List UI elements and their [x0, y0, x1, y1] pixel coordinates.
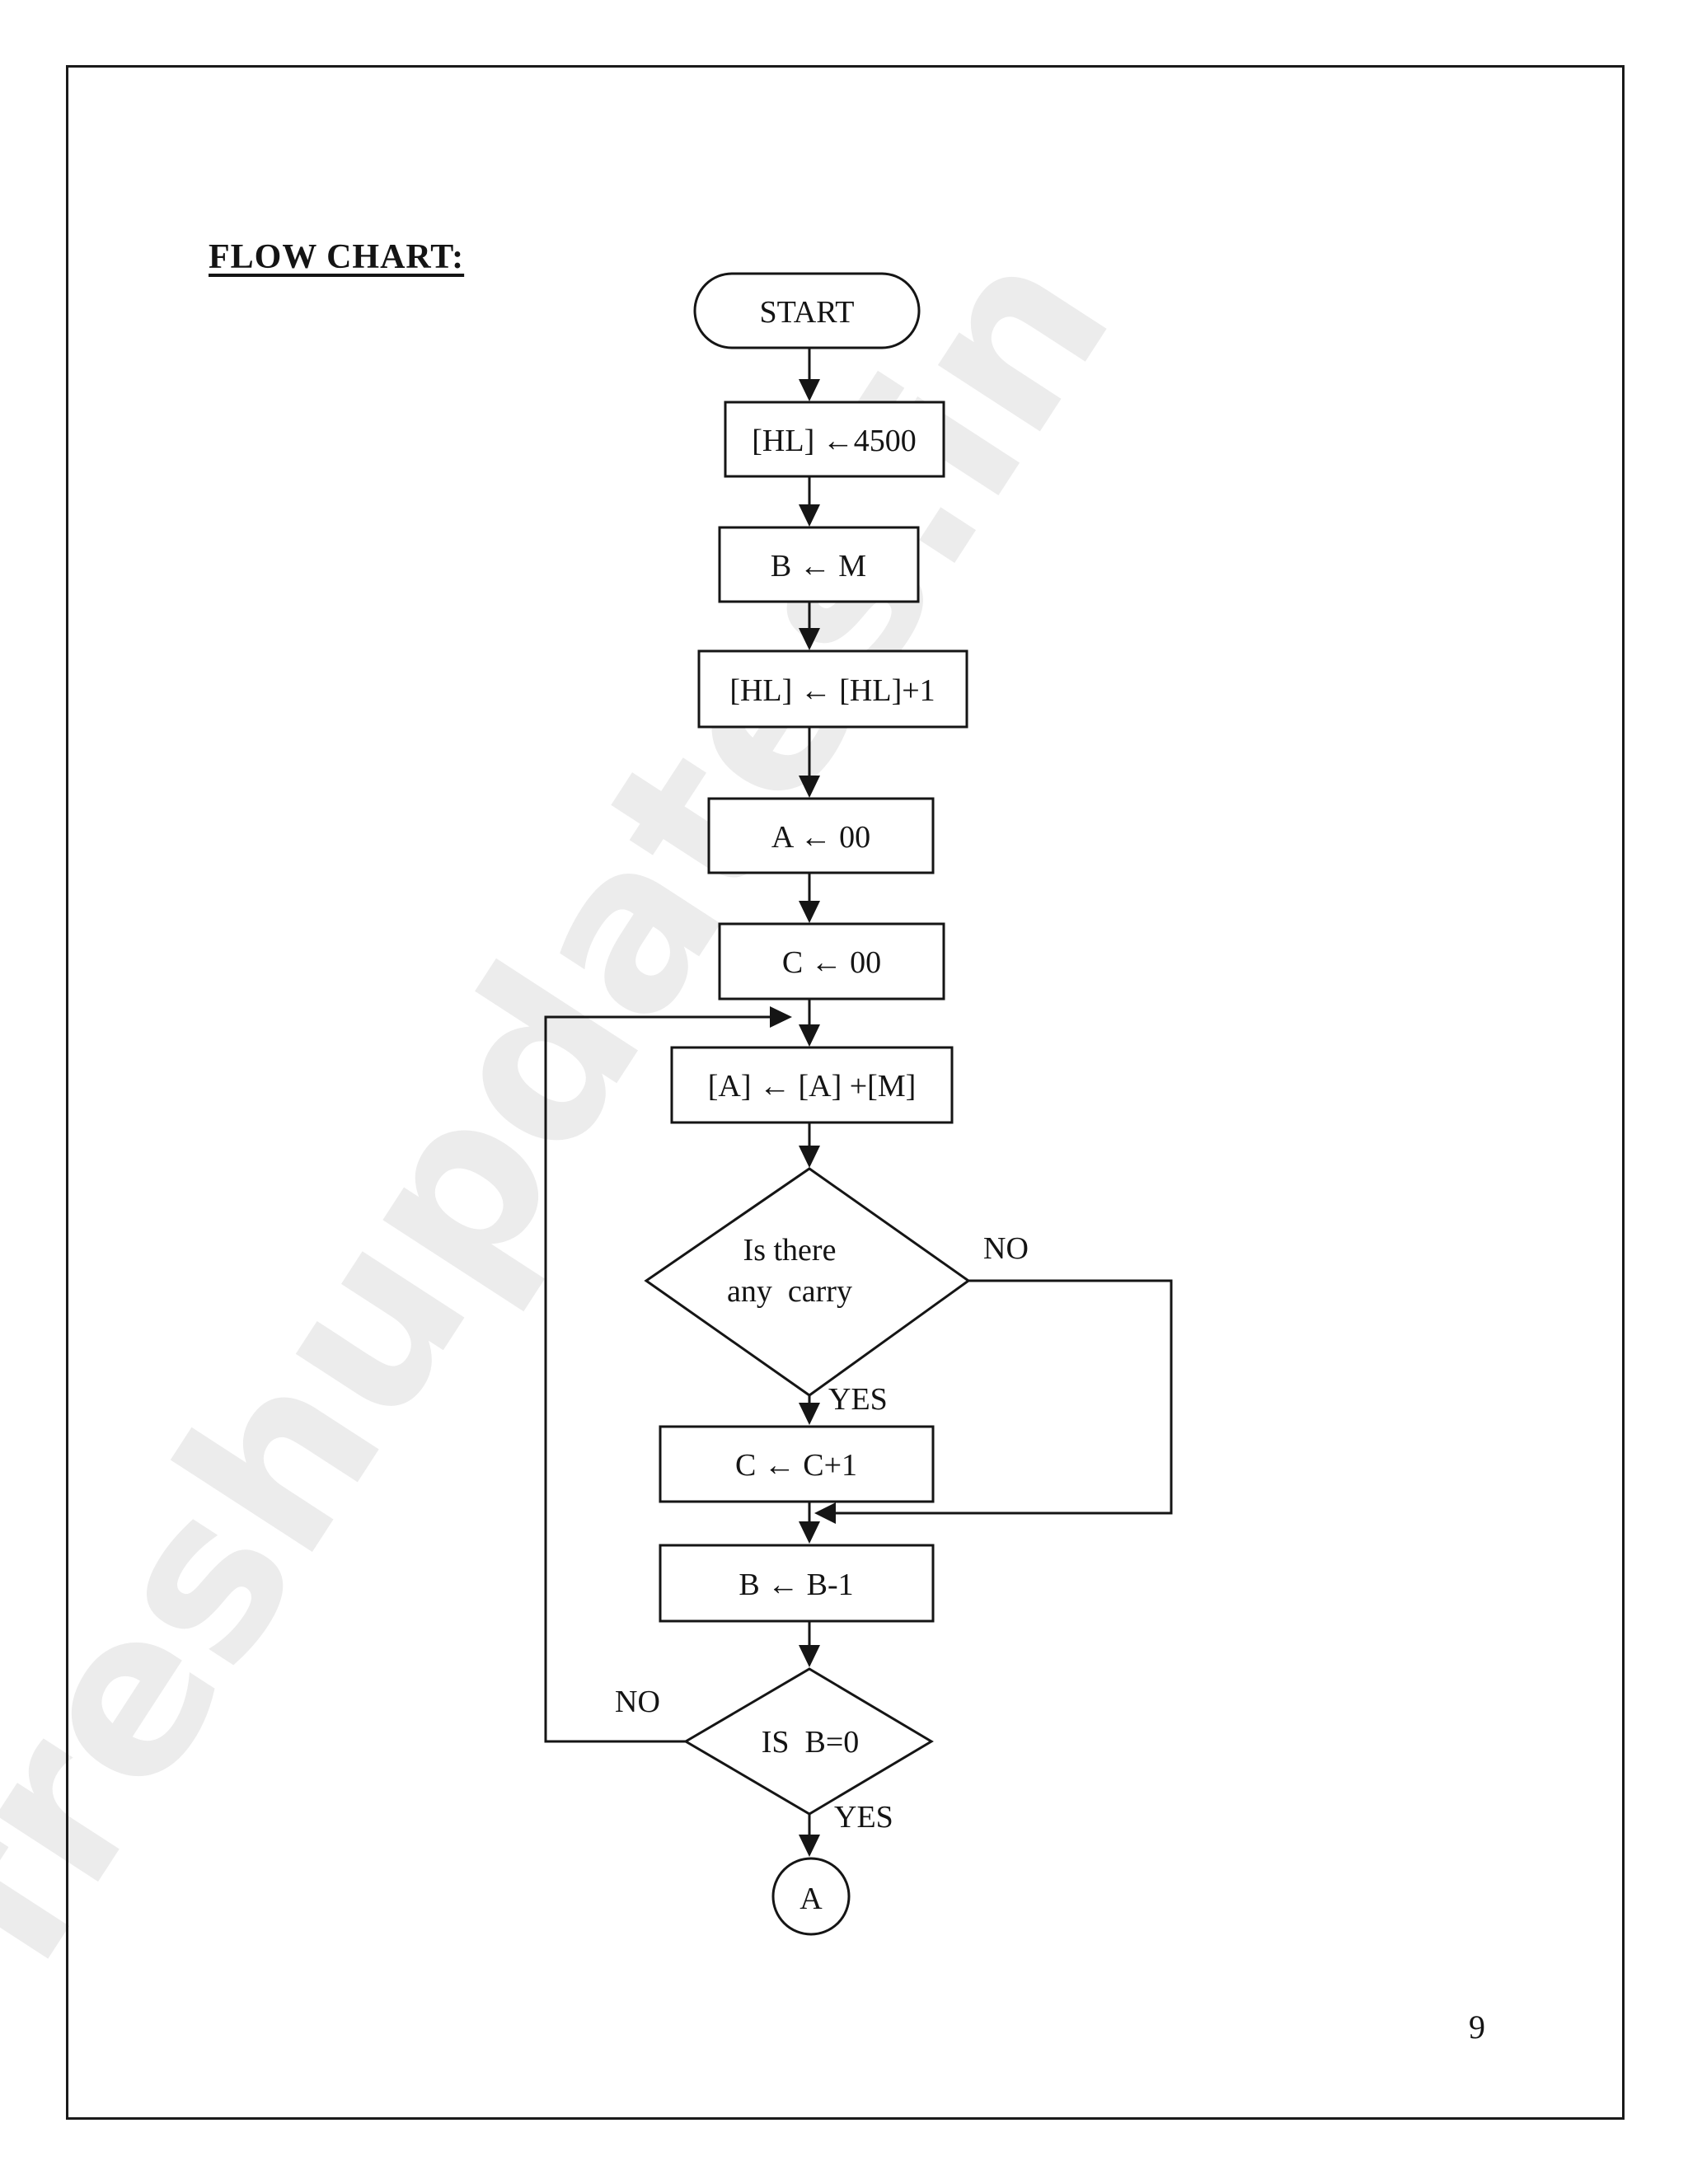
- arrow-decision-carry-to-c-inc: [799, 1395, 820, 1425]
- decision-b-label: IS B=0: [762, 1725, 860, 1760]
- decision-carry-line2: any carry: [727, 1274, 852, 1309]
- decision-carry-no-line: [814, 1279, 1173, 1524]
- arrow-a-init-to-c-init: [799, 873, 820, 923]
- process-label-c-init: C ← 00: [782, 945, 881, 980]
- decision-b-no-label: NO: [615, 1685, 660, 1719]
- arrow-b-dec-to-decision-b: [799, 1621, 820, 1667]
- arrow-c-init-to-add: [799, 999, 820, 1047]
- page-title: FLOW CHART:: [209, 238, 465, 276]
- process-label-b-dec: B ← B-1: [738, 1568, 853, 1602]
- arrow-hl-inc-to-a-init: [799, 727, 820, 798]
- arrow-b-init-to-hl-inc: [799, 602, 820, 650]
- decision-b-yes-label: YES: [834, 1800, 893, 1835]
- connector-a-circle: [771, 1857, 851, 1936]
- process-box-b-init: [718, 526, 920, 603]
- decision-carry-line1: Is there: [743, 1233, 837, 1268]
- decision-carry-yes-label: YES: [828, 1382, 888, 1417]
- arrow-start-to-hl-init: [799, 348, 820, 401]
- process-label-add: [A] ← [A] +[M]: [708, 1069, 917, 1104]
- start-label: START: [759, 295, 854, 330]
- page-number: 9: [1469, 2008, 1485, 2046]
- process-label-b-init: B ← M: [771, 549, 866, 583]
- arrow-c-inc-to-b-dec: [799, 1502, 820, 1544]
- process-box-c-init: [718, 922, 945, 1001]
- process-label-a-init: A ← 00: [771, 820, 870, 855]
- process-box-c-inc: [659, 1425, 935, 1503]
- start-terminal: [693, 272, 921, 349]
- decision-carry-no-label: NO: [983, 1231, 1029, 1266]
- arrow-hl-init-to-b-init: [799, 476, 820, 527]
- process-label-c-inc: C ← C+1: [735, 1448, 857, 1483]
- arrow-decision-b-to-connector: [799, 1814, 820, 1857]
- process-label-hl-init: [HL] ←4500: [752, 424, 916, 458]
- process-box-add: [670, 1046, 954, 1124]
- connector-a-label: A: [799, 1882, 823, 1916]
- process-box-hl-init: [724, 401, 945, 478]
- arrow-add-to-decision-carry: [799, 1122, 820, 1168]
- process-box-b-dec: [659, 1544, 935, 1623]
- process-label-hl-inc: [HL] ← [HL]+1: [729, 673, 935, 708]
- loop-return-line: [544, 1006, 792, 1743]
- process-box-hl-inc: [697, 649, 968, 729]
- process-box-a-init: [707, 797, 935, 874]
- page-border: [66, 65, 1625, 2120]
